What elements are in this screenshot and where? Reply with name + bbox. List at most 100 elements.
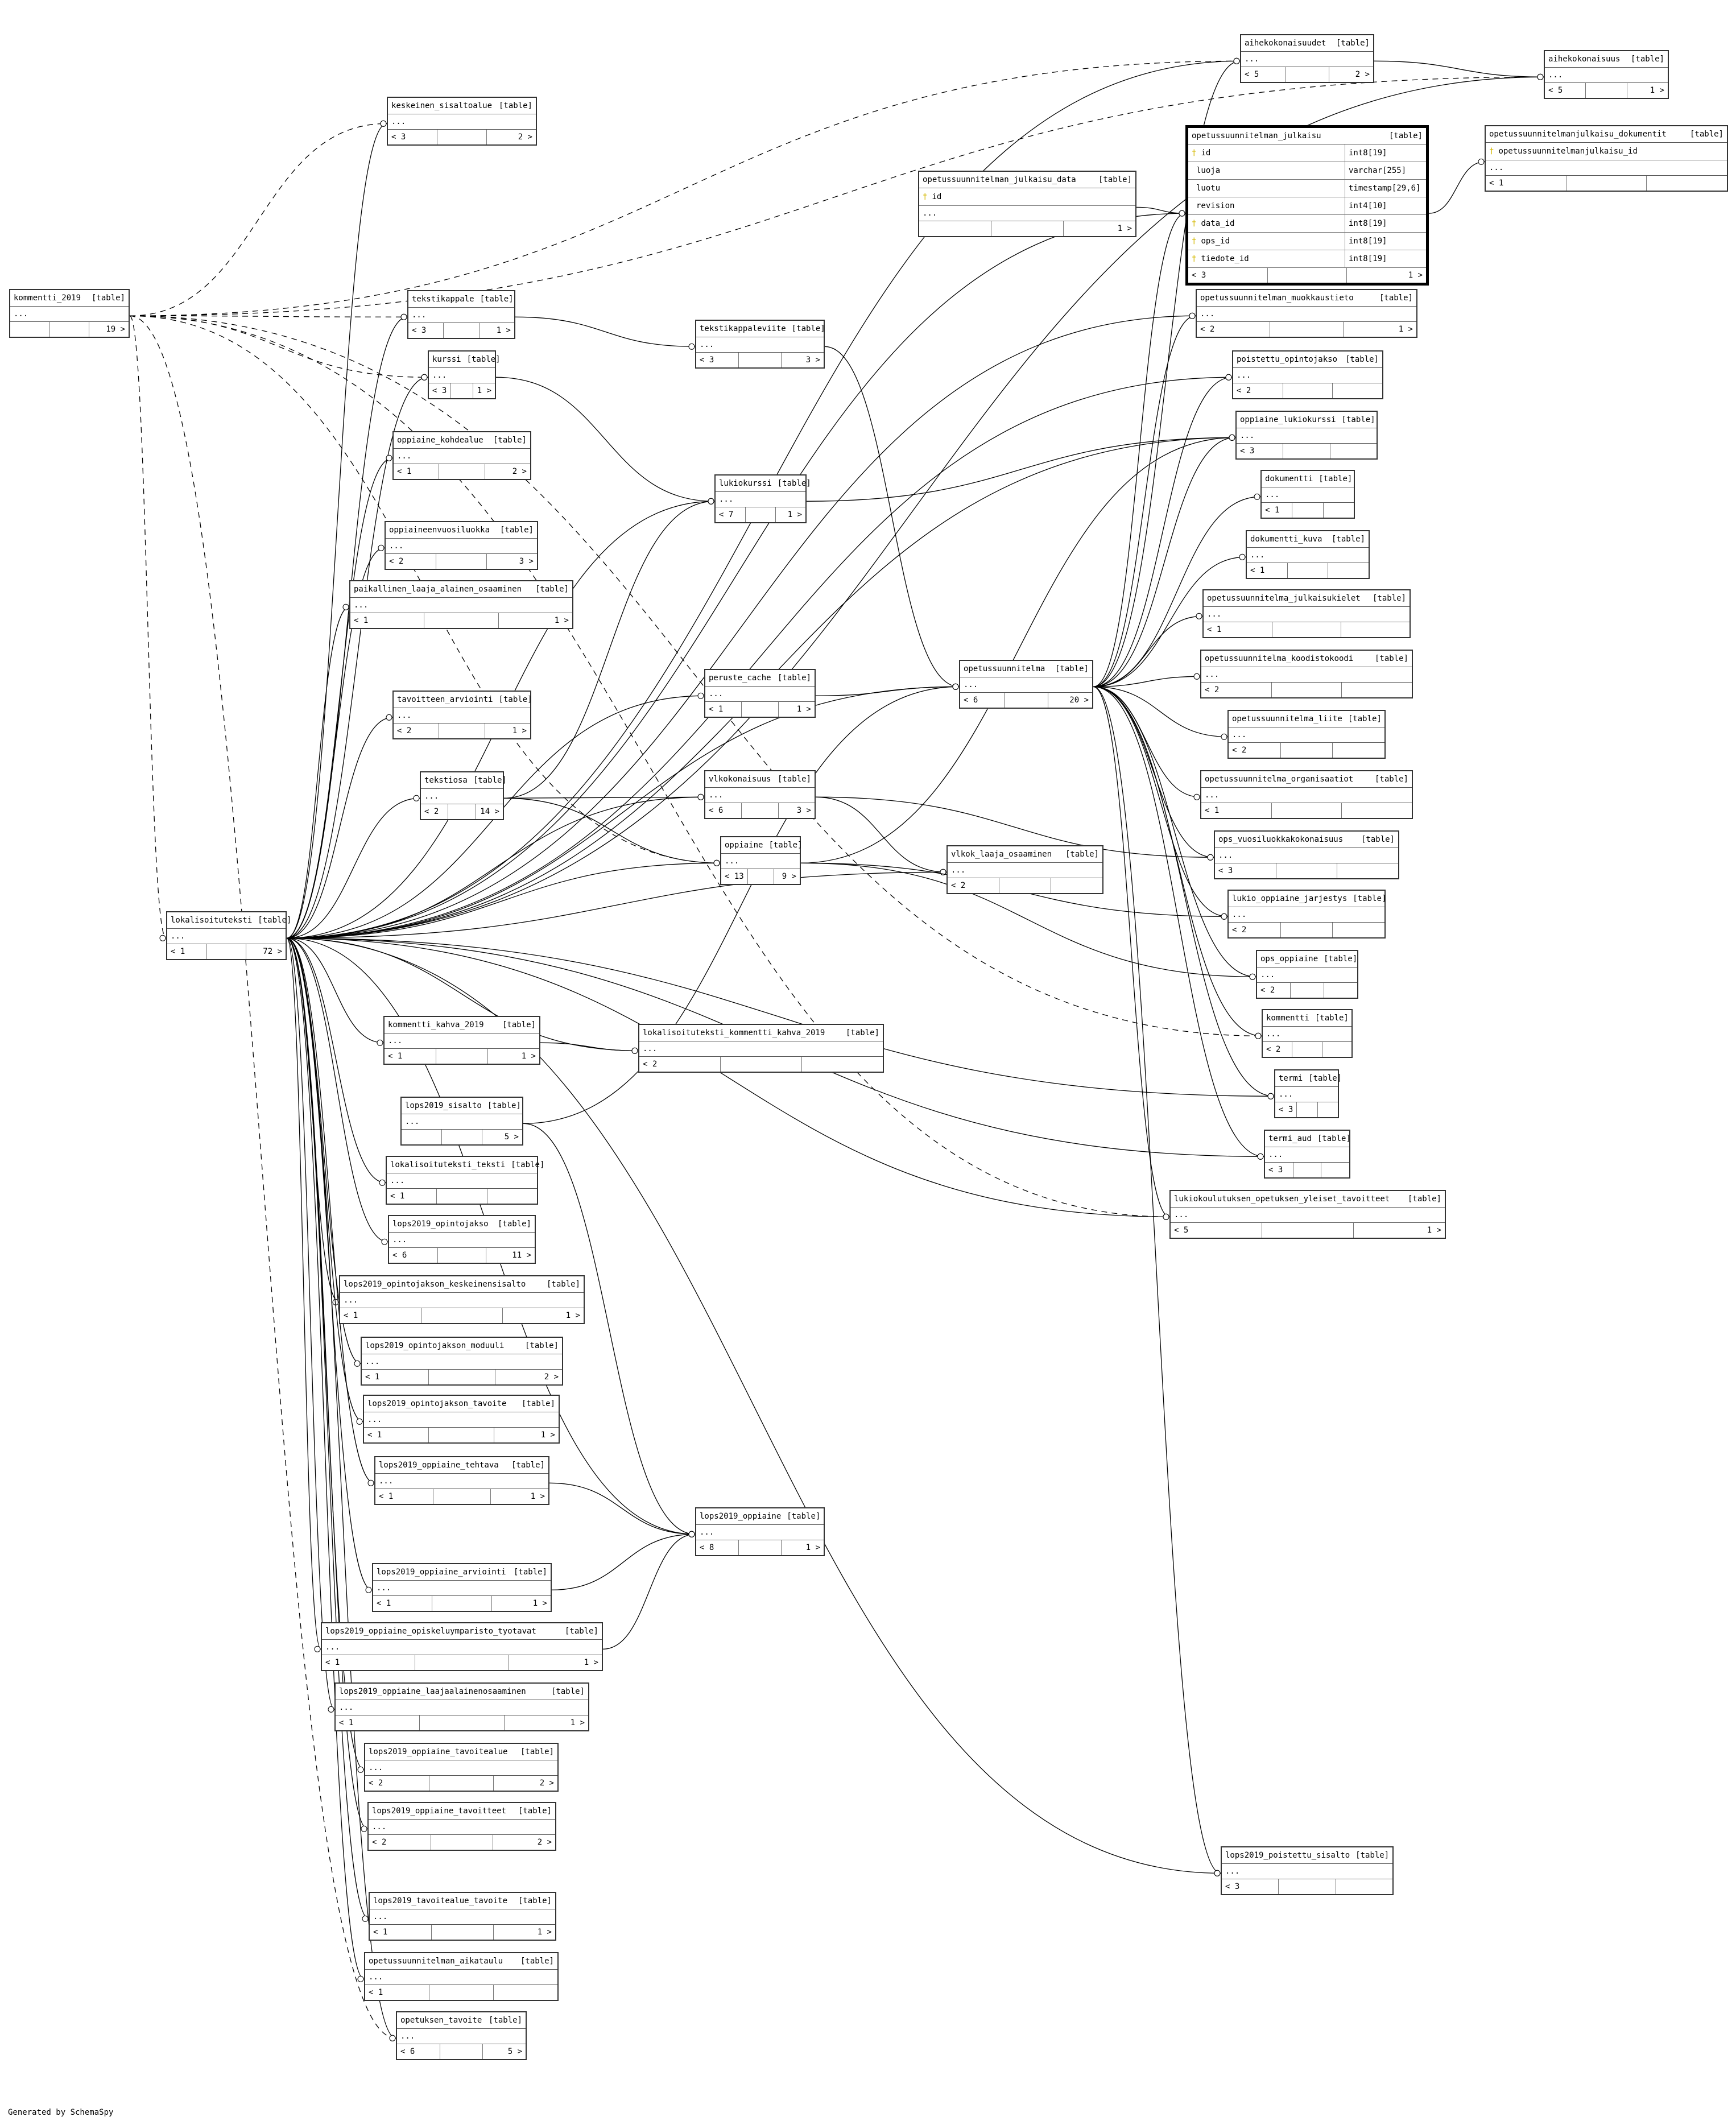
table-lukio-oppiaine-jarjestys[interactable]: lukio_oppiaine_jarjestys[table]...< 2: [1227, 890, 1386, 939]
parent-count[interactable]: < 2: [639, 1057, 721, 1072]
parent-count[interactable]: < 6: [397, 2044, 440, 2059]
child-count[interactable]: [1336, 1879, 1392, 1894]
child-count[interactable]: 1 >: [521, 1052, 536, 1061]
table-opetussuunnitelma-liite[interactable]: opetussuunnitelma_liite[table]...< 2: [1227, 710, 1386, 759]
child-count[interactable]: 1 >: [787, 510, 802, 519]
parent-count[interactable]: < 3: [1222, 1879, 1279, 1894]
table-paikallinen-laaja-alainen-osaaminen[interactable]: paikallinen_laaja_alainen_osaaminen[tabl…: [349, 580, 573, 629]
child-count[interactable]: 1 >: [540, 1431, 555, 1440]
table-vlkok-laaja-osaaminen[interactable]: vlkok_laaja_osaaminen[table]...< 2: [946, 845, 1103, 894]
table-name[interactable]: lops2019_opintojakso: [392, 1219, 489, 1229]
table-opetussuunnitelma-organisaatiot[interactable]: opetussuunnitelma_organisaatiot[table]..…: [1200, 770, 1413, 819]
child-count[interactable]: [1333, 923, 1384, 937]
parent-count[interactable]: < 3: [1265, 1163, 1293, 1177]
table-name[interactable]: aihekokonaisuudet: [1245, 39, 1326, 48]
table-name[interactable]: lops2019_opintojakson_moduuli: [365, 1341, 505, 1350]
table-ops-oppiaine[interactable]: ops_oppiaine[table]...< 2: [1256, 950, 1358, 999]
child-count[interactable]: 2 >: [1355, 70, 1370, 79]
parent-count[interactable]: < 2: [1201, 683, 1272, 697]
child-count[interactable]: 1 >: [512, 726, 527, 735]
child-count[interactable]: 14 >: [480, 807, 499, 816]
parent-count[interactable]: [402, 1130, 442, 1144]
table-name[interactable]: opetussuunnitelman_julkaisu_data: [923, 175, 1076, 184]
parent-count[interactable]: < 6: [960, 693, 1005, 708]
child-count[interactable]: 1 >: [1408, 271, 1423, 280]
child-count[interactable]: 72 >: [263, 947, 283, 956]
child-count[interactable]: 1 >: [570, 1718, 585, 1727]
child-count[interactable]: 3 >: [805, 355, 820, 365]
child-count[interactable]: 1 >: [796, 705, 811, 714]
table-name[interactable]: lops2019_oppiaine: [700, 1512, 782, 1521]
table-lops2019-oppiaine-tavoitealue[interactable]: lops2019_oppiaine_tavoitealue[table]...<…: [364, 1743, 559, 1792]
table-name[interactable]: kommentti_2019: [14, 293, 81, 303]
child-count[interactable]: [1342, 683, 1412, 697]
table-name[interactable]: opetussuunnitelmanjulkaisu_dokumentit: [1489, 130, 1667, 139]
child-count[interactable]: 5 >: [507, 2047, 523, 2056]
parent-count[interactable]: < 1: [1247, 563, 1288, 578]
table-name[interactable]: dokumentti_kuva: [1250, 535, 1322, 544]
table-name[interactable]: aihekokonaisuus: [1548, 55, 1621, 64]
table-opetussuunnitelma-julkaisukielet[interactable]: opetussuunnitelma_julkaisukielet[table].…: [1202, 589, 1411, 638]
table-name[interactable]: lops2019_oppiaine_arviointi: [377, 1568, 506, 1577]
parent-count[interactable]: < 1: [1201, 803, 1272, 818]
table-name[interactable]: tekstiosa: [424, 776, 468, 785]
table-name[interactable]: lops2019_oppiaine_tavoitteet: [372, 1806, 507, 1816]
child-count[interactable]: 19 >: [106, 325, 126, 334]
table-lokalisoituteksti-teksti[interactable]: lokalisoituteksti_teksti[table]...< 1: [386, 1156, 544, 1205]
parent-count[interactable]: < 2: [1197, 322, 1270, 337]
table-name[interactable]: lukio_oppiaine_jarjestys: [1232, 894, 1348, 903]
table-name[interactable]: tavoitteen_arviointi: [397, 695, 493, 704]
table-name[interactable]: lops2019_poistettu_sisalto: [1225, 1851, 1350, 1860]
child-count[interactable]: 1 >: [530, 1492, 545, 1501]
table-opetussuunnitelman-julkaisu-data[interactable]: opetussuunnitelman_julkaisu_data[table]†…: [918, 171, 1136, 237]
parent-count[interactable]: < 2: [369, 1835, 431, 1850]
parent-count[interactable]: < 1: [365, 1985, 429, 2000]
child-count[interactable]: 1 >: [532, 1599, 547, 1608]
table-name[interactable]: lokalisoituteksti_kommentti_kahva_2019: [643, 1028, 825, 1037]
parent-count[interactable]: < 3: [1275, 1102, 1297, 1117]
table-name[interactable]: lops2019_oppiaine_opiskeluymparisto_tyot…: [325, 1627, 536, 1636]
child-count[interactable]: [1324, 983, 1357, 998]
parent-count[interactable]: < 2: [1263, 1042, 1293, 1057]
table-name[interactable]: ops_vuosiluokkakokonaisuus: [1218, 835, 1344, 844]
parent-count[interactable]: < 1: [322, 1655, 416, 1670]
table-opetussuunnitelmanjulkaisu-dokumentit[interactable]: opetussuunnitelmanjulkaisu_dokumentit[ta…: [1485, 125, 1728, 192]
table-name[interactable]: lops2019_opintojakson_tavoite: [367, 1399, 507, 1408]
table-name[interactable]: lops2019_oppiaine_tehtava: [379, 1461, 499, 1470]
table-opetussuunnitelman-aikataulu[interactable]: opetussuunnitelman_aikataulu[table]...< …: [364, 1952, 559, 2001]
table-name[interactable]: lukiokurssi: [719, 479, 772, 488]
parent-count[interactable]: < 1: [387, 1189, 437, 1204]
parent-count[interactable]: < 2: [421, 804, 449, 819]
parent-count[interactable]: < 1: [1486, 176, 1566, 191]
table-lops2019-oppiaine-opiskeluymparisto-tyotavat[interactable]: lops2019_oppiaine_opiskeluymparisto_tyot…: [321, 1622, 603, 1671]
table-name[interactable]: opetussuunnitelman_muokkaustieto: [1200, 293, 1354, 303]
table-lops2019-poistettu-sisalto[interactable]: lops2019_poistettu_sisalto[table]...< 3: [1221, 1846, 1394, 1895]
child-count[interactable]: [1342, 803, 1412, 818]
table-name[interactable]: lops2019_oppiaine_laajaalainenosaaminen: [339, 1687, 526, 1696]
table-name[interactable]: vlkokonaisuus: [709, 775, 771, 784]
table-lokalisoituteksti-kommentti-kahva-2019[interactable]: lokalisoituteksti_kommentti_kahva_2019[t…: [638, 1024, 884, 1073]
parent-count[interactable]: < 1: [373, 1596, 433, 1611]
table-name[interactable]: opetussuunnitelma_liite: [1232, 714, 1342, 724]
table-name[interactable]: lops2019_tavoitealue_tavoite: [373, 1896, 508, 1905]
child-count[interactable]: [1337, 863, 1398, 878]
table-opetussuunnitelman-muokkaustieto[interactable]: opetussuunnitelman_muokkaustieto[table].…: [1196, 289, 1417, 338]
parent-count[interactable]: [919, 221, 991, 236]
table-name[interactable]: lukiokoulutuksen_opetuksen_yleiset_tavoi…: [1174, 1194, 1390, 1204]
parent-count[interactable]: < 1: [362, 1370, 429, 1384]
parent-count[interactable]: < 5: [1545, 83, 1586, 98]
